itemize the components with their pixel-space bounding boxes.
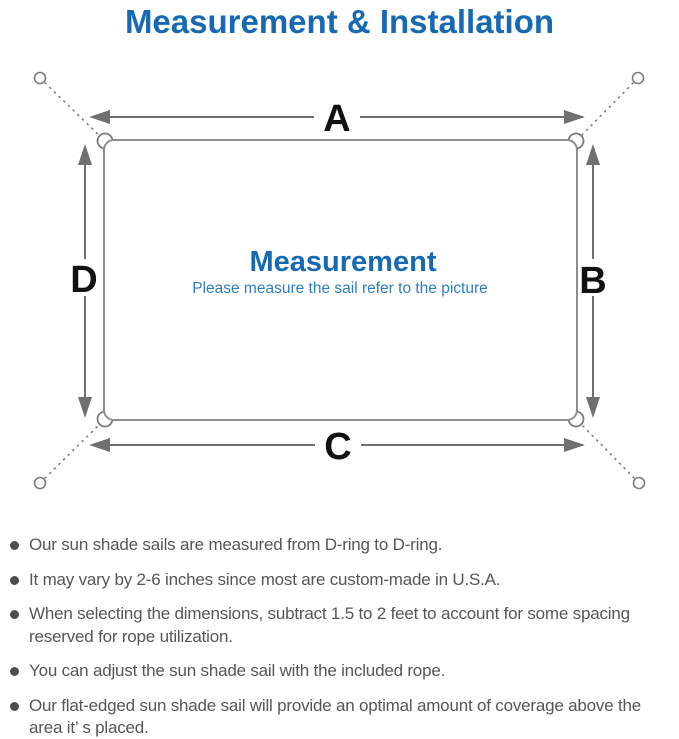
arrowhead-right-icon: [564, 438, 585, 452]
arrowheads: [78, 110, 600, 452]
notes-list: Our sun shade sails are measured from D-…: [8, 534, 671, 739]
arrowhead-up-icon: [78, 144, 92, 165]
shade-sail-outline: [103, 139, 578, 421]
bullet-dot-icon: [10, 701, 19, 711]
arrowhead-down-icon: [586, 397, 600, 418]
anchor-point-icon: [632, 476, 646, 490]
anchor-point-icon: [631, 71, 645, 85]
bullet-dot-icon: [10, 541, 19, 550]
note-text: It may vary by 2-6 inches since most are…: [29, 569, 501, 589]
dimension-label-a: A: [323, 98, 350, 140]
rope-line-bottom-left: [39, 419, 105, 484]
list-item: Our sun shade sails are measured from D-…: [8, 534, 671, 557]
rope-line-bottom-right: [576, 419, 640, 484]
anchor-points: [33, 71, 646, 490]
bullet-dot-icon: [10, 575, 19, 585]
note-text: Our flat-edged sun shade sail will provi…: [29, 695, 642, 738]
list-item: Our flat-edged sun shade sail will provi…: [8, 695, 671, 739]
arrowhead-down-icon: [78, 397, 92, 418]
sail-center-title: Measurement: [250, 246, 437, 278]
note-text: Our sun shade sails are measured from D-…: [29, 535, 443, 554]
bullet-dot-icon: [10, 667, 19, 676]
anchor-point-icon: [33, 71, 47, 85]
sail-center-subtitle: Please measure the sail refer to the pic…: [192, 280, 488, 297]
arrowhead-left-icon: [89, 438, 110, 452]
dimension-label-d: D: [70, 259, 97, 301]
page-title: Measurement & Installation: [124, 3, 555, 40]
note-text: You can adjust the sun shade sail with t…: [29, 661, 446, 680]
dimension-label-c: C: [324, 426, 351, 468]
anchor-point-icon: [33, 476, 47, 490]
label-gaps: [68, 99, 608, 462]
list-item: It may vary by 2-6 inches since most are…: [8, 569, 671, 592]
note-text: When selecting the dimensions, subtract …: [29, 604, 630, 646]
list-item: When selecting the dimensions, subtract …: [8, 603, 671, 648]
arrowhead-right-icon: [564, 110, 585, 124]
bullet-dot-icon: [10, 610, 19, 619]
dimension-label-b: B: [579, 260, 606, 302]
rope-line-top-right: [576, 77, 639, 141]
arrowhead-up-icon: [586, 144, 600, 165]
arrowhead-left-icon: [89, 110, 110, 124]
list-item: You can adjust the sun shade sail with t…: [8, 660, 671, 683]
measurement-diagram: A B C D Measurement Please measure the s…: [33, 71, 646, 490]
rope-line-top-left: [39, 77, 105, 141]
corner-rope-lines: [39, 77, 640, 484]
